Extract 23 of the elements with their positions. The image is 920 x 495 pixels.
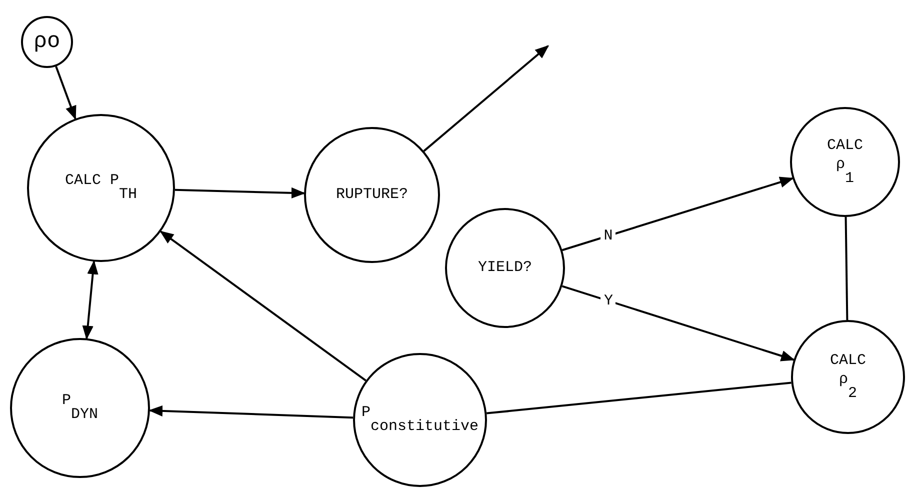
arrow [55, 66, 76, 120]
process-circle [304, 127, 440, 263]
process-circle [791, 320, 905, 434]
node-label: RUPTURE? [336, 185, 408, 205]
process-circle [353, 353, 487, 487]
node-label: YIELD? [478, 258, 532, 278]
connector-line [486, 382, 792, 414]
process-circle [27, 114, 175, 262]
connector-line [844, 216, 848, 320]
arrow [82, 260, 98, 340]
arrow [160, 230, 366, 382]
process-circle [21, 16, 73, 68]
node-label: ρo [34, 28, 60, 56]
arrow [423, 45, 550, 152]
arrow [174, 187, 306, 199]
process-circle [10, 338, 150, 478]
arrow [148, 405, 354, 419]
arrow [562, 176, 794, 252]
process-circle [445, 208, 565, 328]
node-label: CALC [826, 136, 863, 155]
arrow [562, 285, 795, 362]
node-label: CALC [830, 350, 866, 370]
process-circle [790, 107, 900, 217]
